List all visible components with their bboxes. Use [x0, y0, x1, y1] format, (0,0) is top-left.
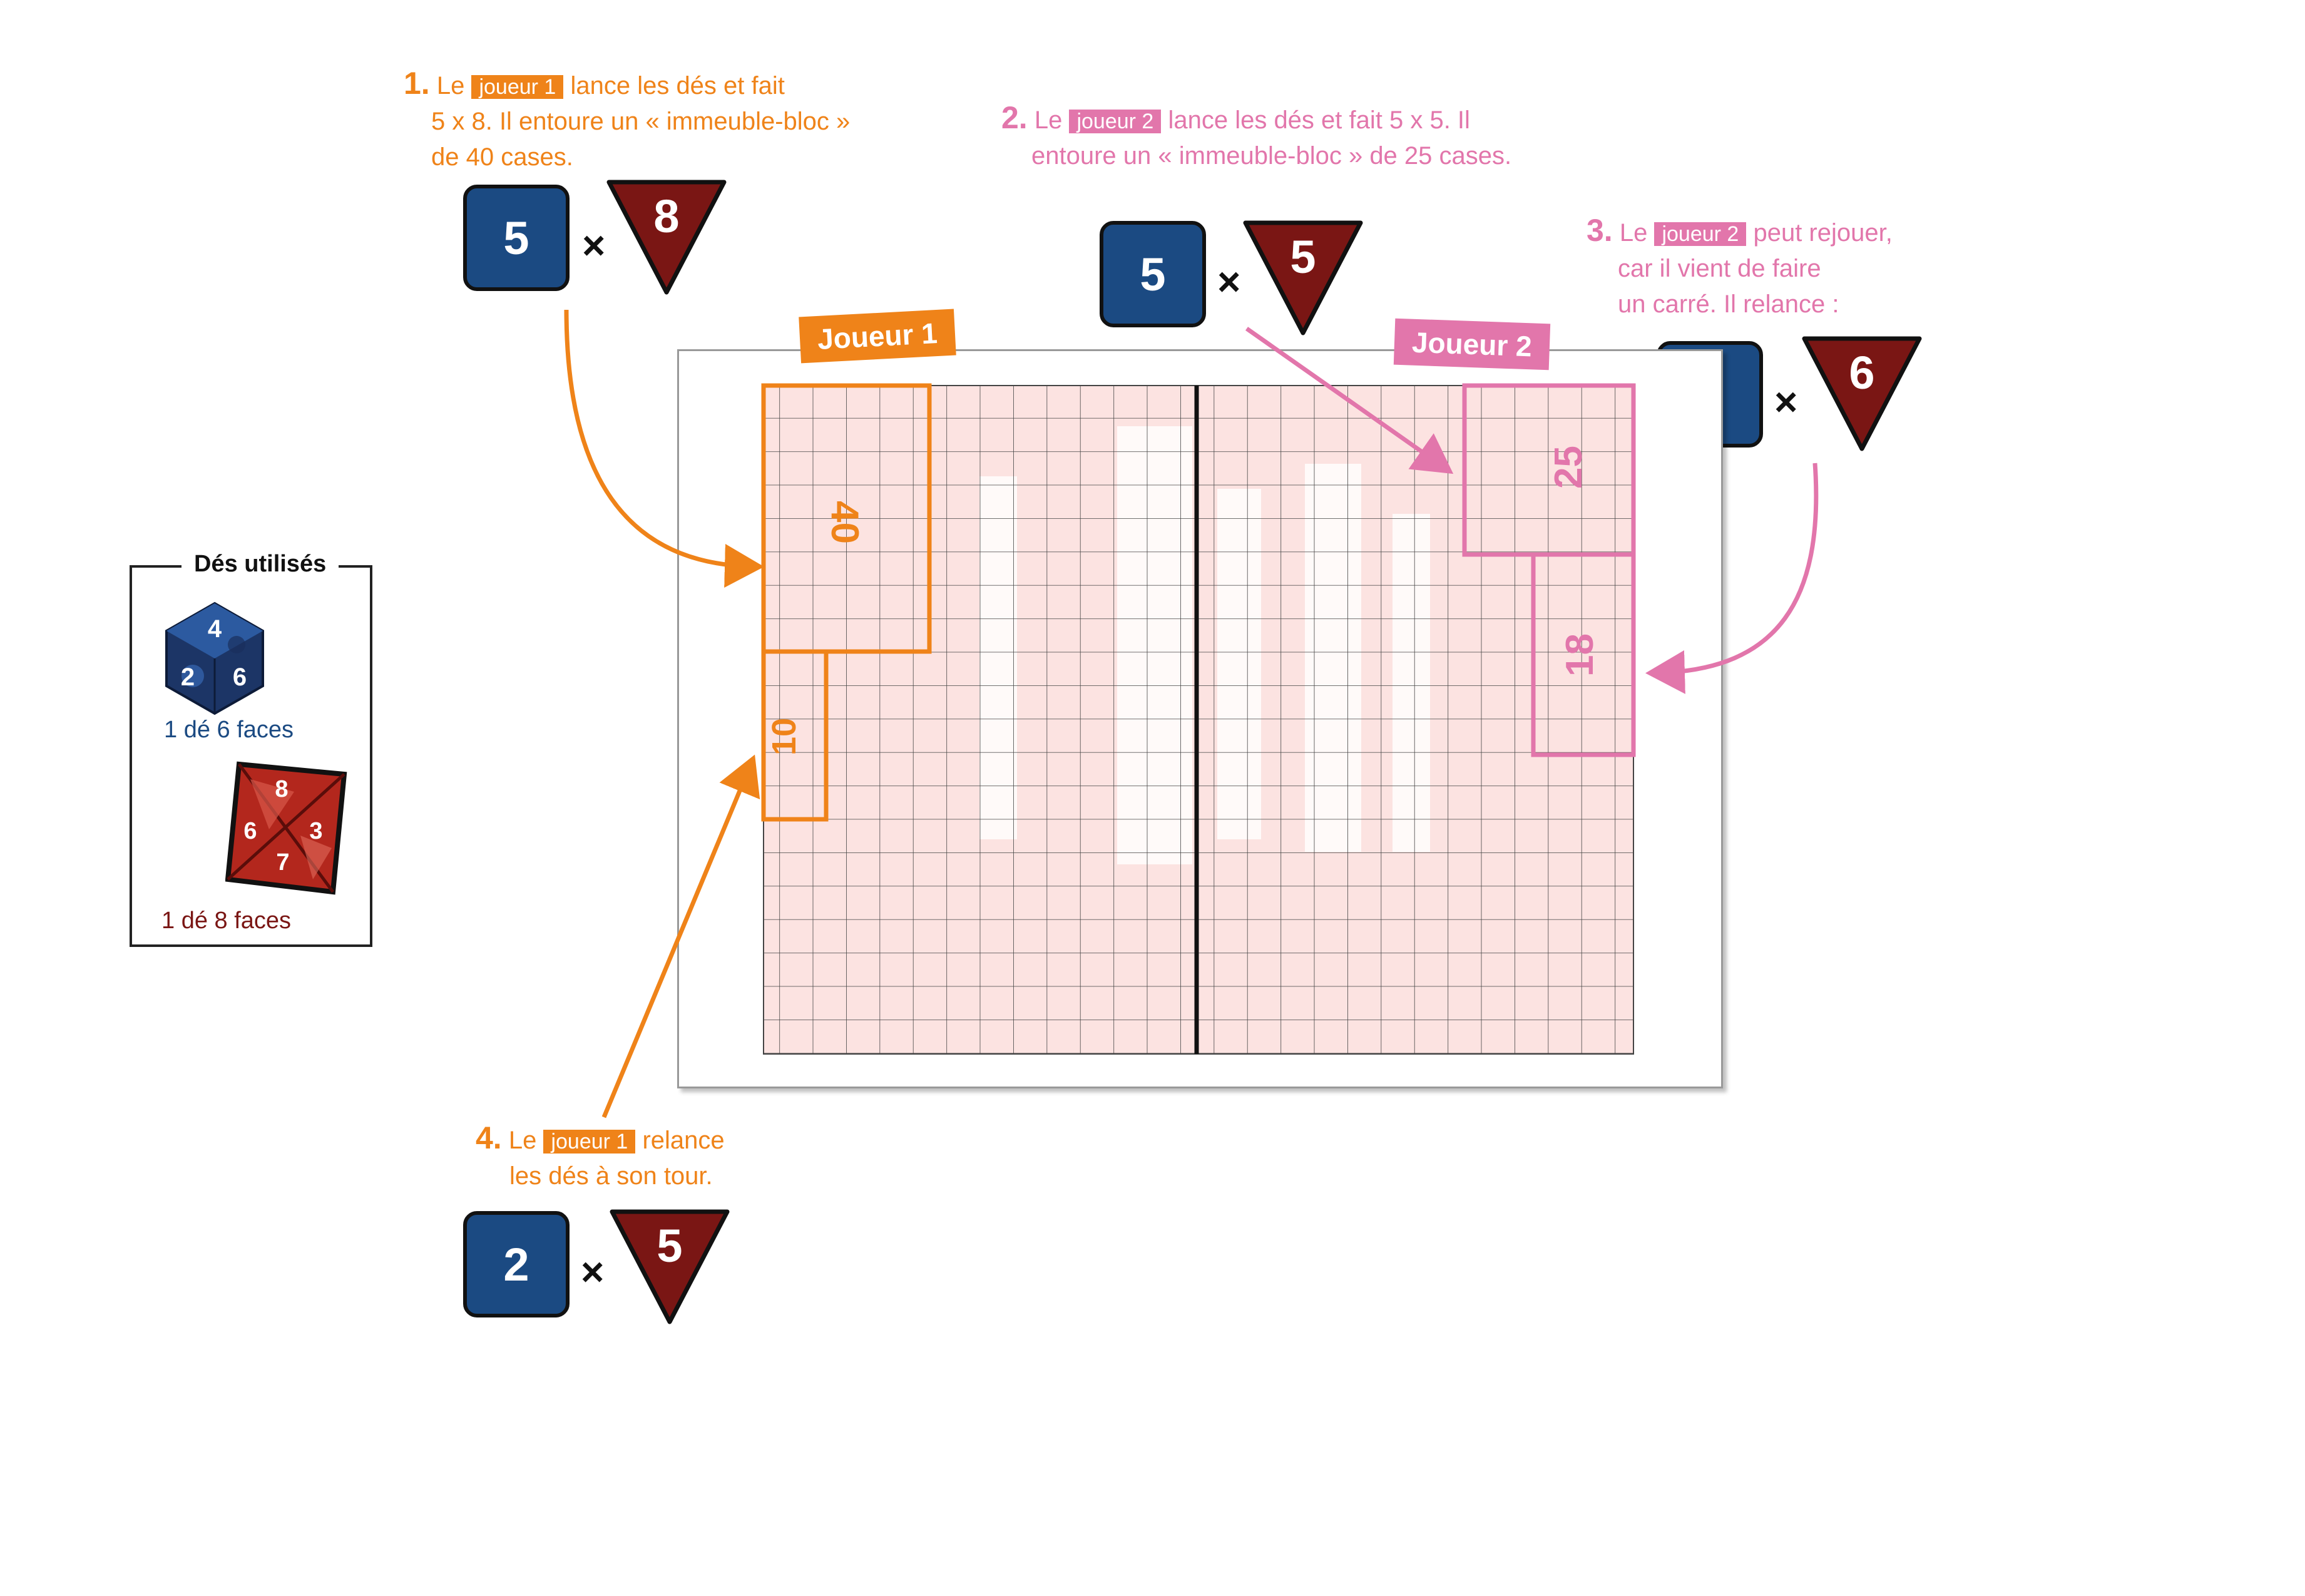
player-tag: joueur 2 — [1069, 110, 1162, 133]
d6-face: 6 — [233, 663, 247, 691]
step-line: entoure un « immeuble-bloc » de 25 cases… — [1031, 142, 1512, 170]
d8-value: 8 — [653, 190, 680, 242]
d6-die: 2 — [463, 1211, 570, 1317]
d8-die: 5 — [1240, 219, 1366, 338]
step-line: peut rejouer, — [1753, 219, 1893, 247]
player-1-label: Joueur 1 — [799, 309, 956, 364]
d6-face: 2 — [181, 663, 195, 691]
step-line: relance — [642, 1127, 725, 1154]
step-3-text: 3. Le joueur 2 peut rejouer, car il vien… — [1587, 213, 1893, 322]
d8-caption: 1 dé 8 faces — [161, 908, 292, 934]
d8-face: 3 — [309, 818, 322, 844]
step-word: Le — [508, 1127, 537, 1154]
d6-face: 4 — [208, 615, 222, 643]
d8-icon: 8 6 3 7 — [225, 760, 347, 895]
d6-icon: 4 2 6 — [161, 601, 268, 717]
step-number: 4. — [476, 1120, 502, 1155]
d6-die: 5 — [1100, 221, 1206, 327]
d6-die: 5 — [463, 185, 570, 291]
step-line: 5 x 8. Il entoure un « immeuble-bloc » — [431, 108, 851, 135]
step-word: Le — [1619, 219, 1648, 247]
step-word: Le — [436, 72, 465, 100]
times-sign: × — [581, 1249, 605, 1294]
step-1-text: 1. Le joueur 1 lance les dés et fait 5 x… — [404, 66, 850, 175]
d8-value: 6 — [1849, 347, 1875, 399]
player-tag: joueur 1 — [471, 75, 564, 99]
player-2-label: Joueur 2 — [1393, 318, 1550, 371]
d8-face: 7 — [276, 849, 289, 876]
step-number: 1. — [404, 66, 430, 101]
block-10-label: 10 — [765, 717, 804, 756]
player-tag: joueur 2 — [1654, 222, 1747, 246]
board-grid — [761, 383, 1636, 1055]
game-board: 40 10 25 18 — [677, 349, 1723, 1088]
block-25-label: 25 — [1546, 446, 1590, 489]
step-4-text: 4. Le joueur 1 relance les dés à son tou… — [476, 1120, 725, 1194]
step-number: 2. — [1001, 100, 1028, 135]
d8-die: 8 — [604, 178, 729, 297]
d6-caption: 1 dé 6 faces — [164, 717, 294, 743]
step-line: lance les dés et fait — [570, 72, 785, 100]
step-2-text: 2. Le joueur 2 lance les dés et fait 5 x… — [1001, 100, 1511, 174]
step-word: Le — [1034, 106, 1063, 134]
step-line: car il vient de faire — [1618, 255, 1821, 282]
d8-face: 6 — [243, 818, 257, 844]
step-line: les dés à son tour. — [509, 1162, 713, 1190]
times-sign: × — [1217, 259, 1241, 304]
d8-value: 5 — [1290, 231, 1316, 283]
d8-die: 6 — [1799, 335, 1924, 454]
step-line: un carré. Il relance : — [1618, 290, 1839, 318]
block-18-label: 18 — [1558, 633, 1602, 677]
step-line: de 40 cases. — [431, 143, 573, 171]
d8-value: 5 — [657, 1220, 683, 1272]
step-line: lance les dés et fait 5 x 5. Il — [1168, 106, 1470, 134]
d8-die: 5 — [607, 1208, 732, 1327]
block-40-label: 40 — [822, 501, 866, 544]
times-sign: × — [1774, 379, 1798, 424]
legend-title: Dés utilisés — [181, 551, 339, 578]
times-sign: × — [582, 223, 606, 268]
player-tag: joueur 1 — [543, 1130, 636, 1154]
d8-face: 8 — [275, 776, 288, 802]
step-number: 3. — [1587, 213, 1613, 248]
